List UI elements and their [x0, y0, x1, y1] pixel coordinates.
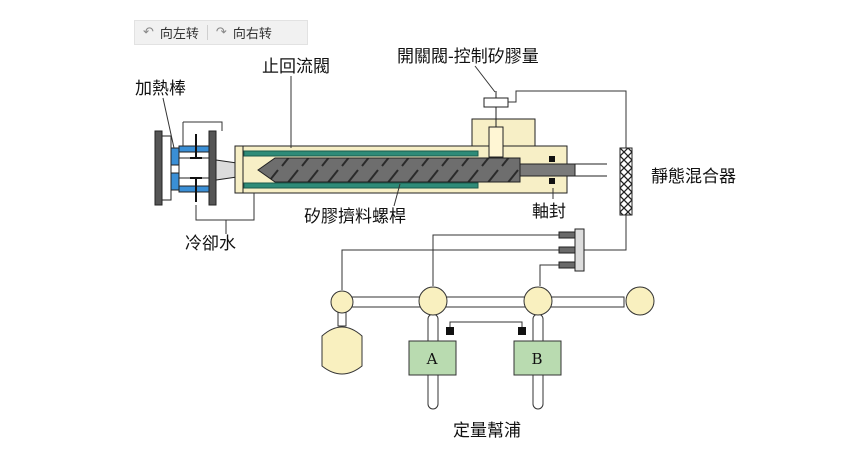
- line-left-sphere: [341, 249, 559, 290]
- rotate-left-label: 向左转: [159, 27, 199, 42]
- on-off-valve-label: 開關閥-控制矽膠量: [397, 47, 539, 67]
- line-pump-a: [432, 234, 559, 286]
- cooling-water-label: 冷卻水: [185, 234, 236, 254]
- valve-stem: [488, 126, 504, 158]
- image-toolbar: ↶ 向左转 ↷ 向右转: [134, 20, 308, 45]
- screw-label: 矽膠擠料螺桿: [304, 207, 406, 227]
- distribution-pipe: [351, 296, 625, 308]
- sphere-left: [330, 290, 354, 314]
- sphere-pump-a: [418, 286, 448, 316]
- pump-a: [408, 340, 457, 376]
- rotate-right-button[interactable]: ↷ 向右转: [208, 21, 280, 44]
- mold-assembly: 加熱棒: [135, 79, 223, 206]
- valve-body: [483, 97, 509, 108]
- pump-a-actuator: [446, 327, 454, 335]
- heating-rod-upper: [178, 145, 210, 153]
- screw-shaft: [519, 163, 576, 177]
- heater-wire: [182, 121, 223, 146]
- shaft-seal-upper: [549, 156, 555, 162]
- heating-rod-leader: [162, 97, 175, 149]
- heater-band-lower: [243, 182, 479, 189]
- valve-leader: [474, 65, 496, 93]
- clamp-lower: [190, 177, 202, 202]
- heating-rod-lower: [178, 185, 210, 193]
- pump-b-label: B: [531, 350, 542, 368]
- cooling-water-pipe: [195, 193, 255, 221]
- pump-a-label: A: [426, 350, 438, 368]
- pump-b-actuator: [518, 327, 526, 335]
- heating-rod-label: 加熱棒: [135, 79, 186, 99]
- screw-leader: [393, 183, 401, 207]
- check-valve-label: 止回流閥: [262, 57, 330, 77]
- manifold-port-3: [558, 261, 576, 269]
- pipe-valve-to-mixer: [508, 90, 627, 148]
- rotate-left-button[interactable]: ↶ 向左转: [135, 21, 207, 44]
- pump-b: [513, 340, 562, 376]
- mold-plate-left-inner: [161, 135, 172, 201]
- rotate-right-icon: ↷: [215, 25, 227, 40]
- toolbar-divider: [206, 25, 208, 40]
- rotate-left-icon: ↶: [143, 25, 154, 40]
- mold-plate-right: [208, 130, 217, 206]
- shaft-seal-lower: [549, 178, 555, 184]
- clamp-upper: [190, 134, 202, 159]
- static-mixer-label: 靜態混合器: [651, 167, 736, 187]
- pump-drive-link: [449, 321, 523, 334]
- screw: [257, 157, 521, 183]
- pipe-mixer-to-manifold: [583, 215, 627, 251]
- mold-cavity-lower: [170, 172, 180, 191]
- sphere-pump-b: [523, 286, 553, 316]
- metering-pump-label: 定量幫浦: [453, 421, 521, 441]
- line-pump-b: [539, 264, 559, 286]
- manifold-block: [574, 228, 585, 272]
- mold-core: [178, 157, 210, 179]
- heater-band-upper: [243, 150, 479, 157]
- manifold-port-2: [558, 246, 576, 254]
- manifold-port-1: [558, 231, 576, 239]
- barrel: 止回流閥: [234, 57, 607, 194]
- mold-plate-left: [154, 130, 163, 206]
- on-off-valve: 開關閥-控制矽膠量: [397, 47, 627, 148]
- reservoir: [321, 326, 363, 375]
- static-mixer: [619, 147, 633, 216]
- shaft-seal-label: 軸封: [532, 202, 566, 222]
- sphere-right: [625, 286, 655, 316]
- mold-cavity-upper: [170, 147, 180, 166]
- manifold: [558, 228, 585, 272]
- barrel-front-cap: [234, 145, 244, 194]
- rotate-right-label: 向右转: [232, 27, 272, 42]
